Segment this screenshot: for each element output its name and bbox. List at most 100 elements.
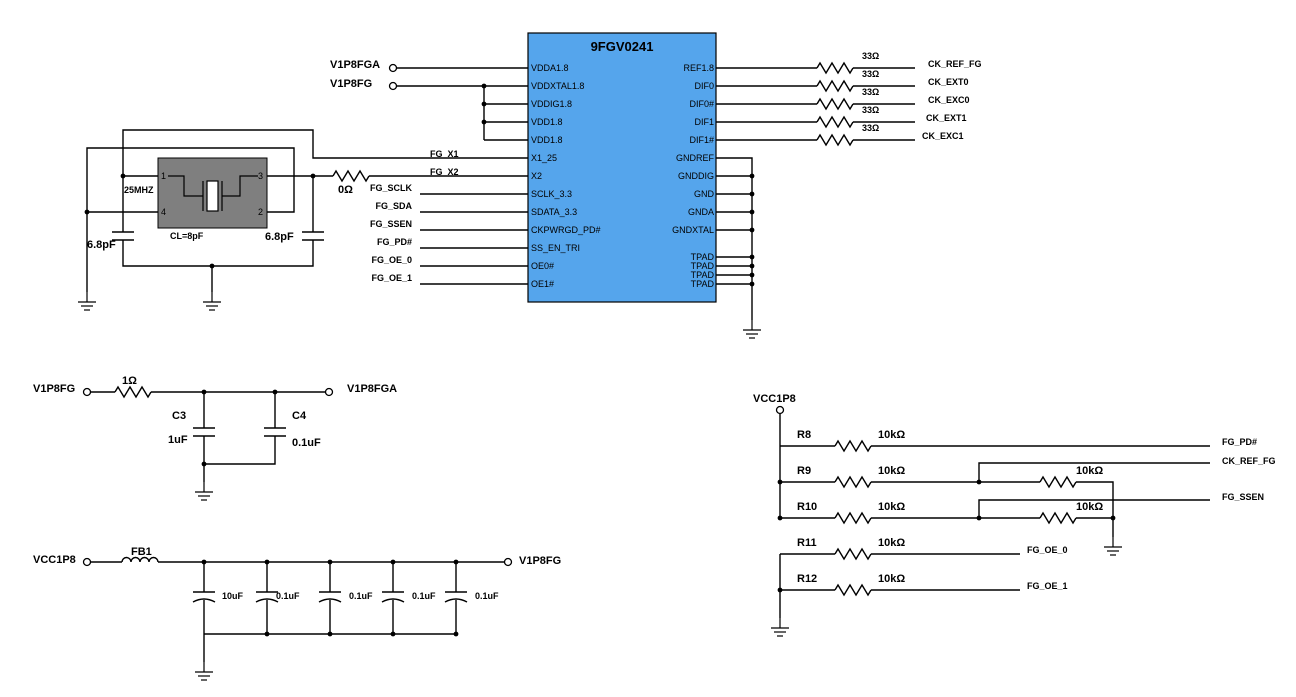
junction-dot [749, 281, 755, 287]
output-resistor-value: 33Ω [862, 105, 879, 115]
crystal-pin-3: 3 [258, 171, 263, 181]
junction-dot [453, 559, 459, 565]
ic-title: 9FGV0241 [591, 39, 654, 54]
x2-series-resistor [332, 169, 370, 183]
junction-dot [749, 209, 755, 215]
ic-pin-label-left: CKPWRGD_PD# [531, 225, 601, 235]
junction-dot [976, 479, 982, 485]
net-label-fg-x1: FG_X1 [430, 149, 459, 159]
pullup-value: 10kΩ [878, 429, 905, 441]
ic-pin-label-right: TPAD [691, 261, 715, 271]
ground-symbol [194, 661, 214, 681]
ic-pin-label-right: GNDXTAL [672, 225, 714, 235]
c4-value: 0.1uF [292, 437, 321, 449]
ic-pin-label-right: DIF0 [694, 81, 714, 91]
pullup-ref: R9 [797, 465, 811, 477]
decoupling-cap-value: 0.1uF [276, 591, 300, 601]
pullup-ref: R8 [797, 429, 811, 441]
filter1-resistor-value: 1Ω [122, 375, 137, 387]
junction-dot [749, 254, 755, 260]
ferrite-bead-ref: FB1 [131, 546, 152, 558]
junction-dot [209, 263, 215, 269]
x2-resistor-value: 0Ω [338, 184, 353, 196]
output-resistor-value: 33Ω [862, 51, 879, 61]
filter2-ground-bus [203, 633, 456, 662]
decoupling-cap-value: 0.1uF [475, 591, 499, 601]
ic-pin-label-left: X2 [531, 171, 542, 181]
ic-pin-label-left: OE1# [531, 279, 554, 289]
crystal-circuit: 1 4 3 2 25MHZ CL=8pF 0Ω FG_X1 FG_X2 6.8p… [77, 129, 528, 311]
ic-ground-rail [716, 157, 762, 339]
ic-9fgv0241: 9FGV0241 VDDA1.8VDDXTAL1.8VDDIG1.8VDD1.8… [527, 32, 717, 303]
ic-pin-label-left: SDATA_3.3 [531, 207, 577, 217]
output-net-label: CK_EXT1 [926, 113, 967, 123]
load-cap-left-wire [122, 176, 314, 267]
pullup-net-label: FG_PD# [1222, 437, 1257, 447]
r10-pulldown-value: 10kΩ [1076, 501, 1103, 513]
r10-pulldown-resistor [1039, 511, 1077, 525]
c3-value: 1uF [168, 434, 188, 446]
filter2-input-label: VCC1P8 [33, 554, 76, 566]
ic-pin-label-right: DIF0# [689, 99, 714, 109]
ic-pin-label-left: VDDA1.8 [531, 63, 569, 73]
output-series-resistor [816, 133, 854, 147]
crystal-load-capacitance: CL=8pF [170, 231, 204, 241]
decoupling-cap-value: 10uF [222, 591, 244, 601]
x1-wire [122, 129, 528, 177]
power-inputs: V1P8FGA V1P8FG [330, 59, 528, 141]
filter1-input-terminal [82, 387, 92, 397]
vdd-wire [397, 85, 528, 141]
pullup-ref: R10 [797, 501, 817, 513]
pullup-value: 10kΩ [878, 465, 905, 477]
ground-symbol [202, 291, 222, 311]
decoupling-cap-value: 0.1uF [349, 591, 373, 601]
filter1-output-label: V1P8FGA [347, 383, 397, 395]
r9-pulldown-value: 10kΩ [1076, 465, 1103, 477]
ic-pin-label-left: VDDIG1.8 [531, 99, 572, 109]
junction-dot [777, 479, 783, 485]
pullup-net-label: FG_OE_0 [1027, 545, 1068, 555]
ground-symbol [742, 319, 762, 339]
junction-dot [481, 83, 487, 89]
control-net-label: FG_PD# [377, 237, 412, 247]
control-net-label: FG_SCLK [370, 183, 413, 193]
ic-right-pin-labels: REF1.8DIF0DIF0#DIF1DIF1#GNDREFGNDDIGGNDG… [672, 63, 714, 289]
filter2-output-label: V1P8FG [519, 555, 561, 567]
pullup-resistor [834, 475, 872, 489]
crystal-resonator-icon [206, 180, 219, 212]
ic-body [527, 32, 717, 303]
ic-pin-label-right: DIF1 [694, 117, 714, 127]
output-series-resistor [816, 79, 854, 93]
ic-pin-label-right: GNDREF [676, 153, 715, 163]
output-series-resistor [816, 115, 854, 129]
junction-dot [327, 559, 333, 565]
junction-dot [749, 173, 755, 179]
ic-pin-label-left: SS_EN_TRI [531, 243, 580, 253]
pullup-resistor [834, 511, 872, 525]
pullup-resistor [834, 583, 872, 597]
pullup-value: 10kΩ [878, 501, 905, 513]
decoupling-cap-plate [381, 598, 405, 603]
ic-pin-label-left: VDD1.8 [531, 117, 563, 127]
decoupling-cap-plate [318, 598, 342, 603]
junction-dot [749, 263, 755, 269]
filter1-cap-wires [203, 392, 276, 482]
pullup-value: 10kΩ [878, 537, 905, 549]
junction-dot [777, 515, 783, 521]
pullup-net-label: CK_REF_FG [1222, 456, 1276, 466]
vdda-port-label: V1P8FGA [330, 59, 380, 71]
ic-pin-label-right: REF1.8 [683, 63, 714, 73]
ic-pin-label-right: TPAD [691, 252, 715, 262]
filter1-resistor [114, 385, 152, 399]
ic-pin-label-right: TPAD [691, 279, 715, 289]
ground-symbol [77, 291, 97, 311]
junction-dot [481, 119, 487, 125]
ground-rail-wire [716, 157, 753, 320]
crystal-pin-1: 1 [161, 171, 166, 181]
crystal-pin2-wire [86, 147, 295, 213]
crystal-ground-wire [86, 212, 213, 292]
